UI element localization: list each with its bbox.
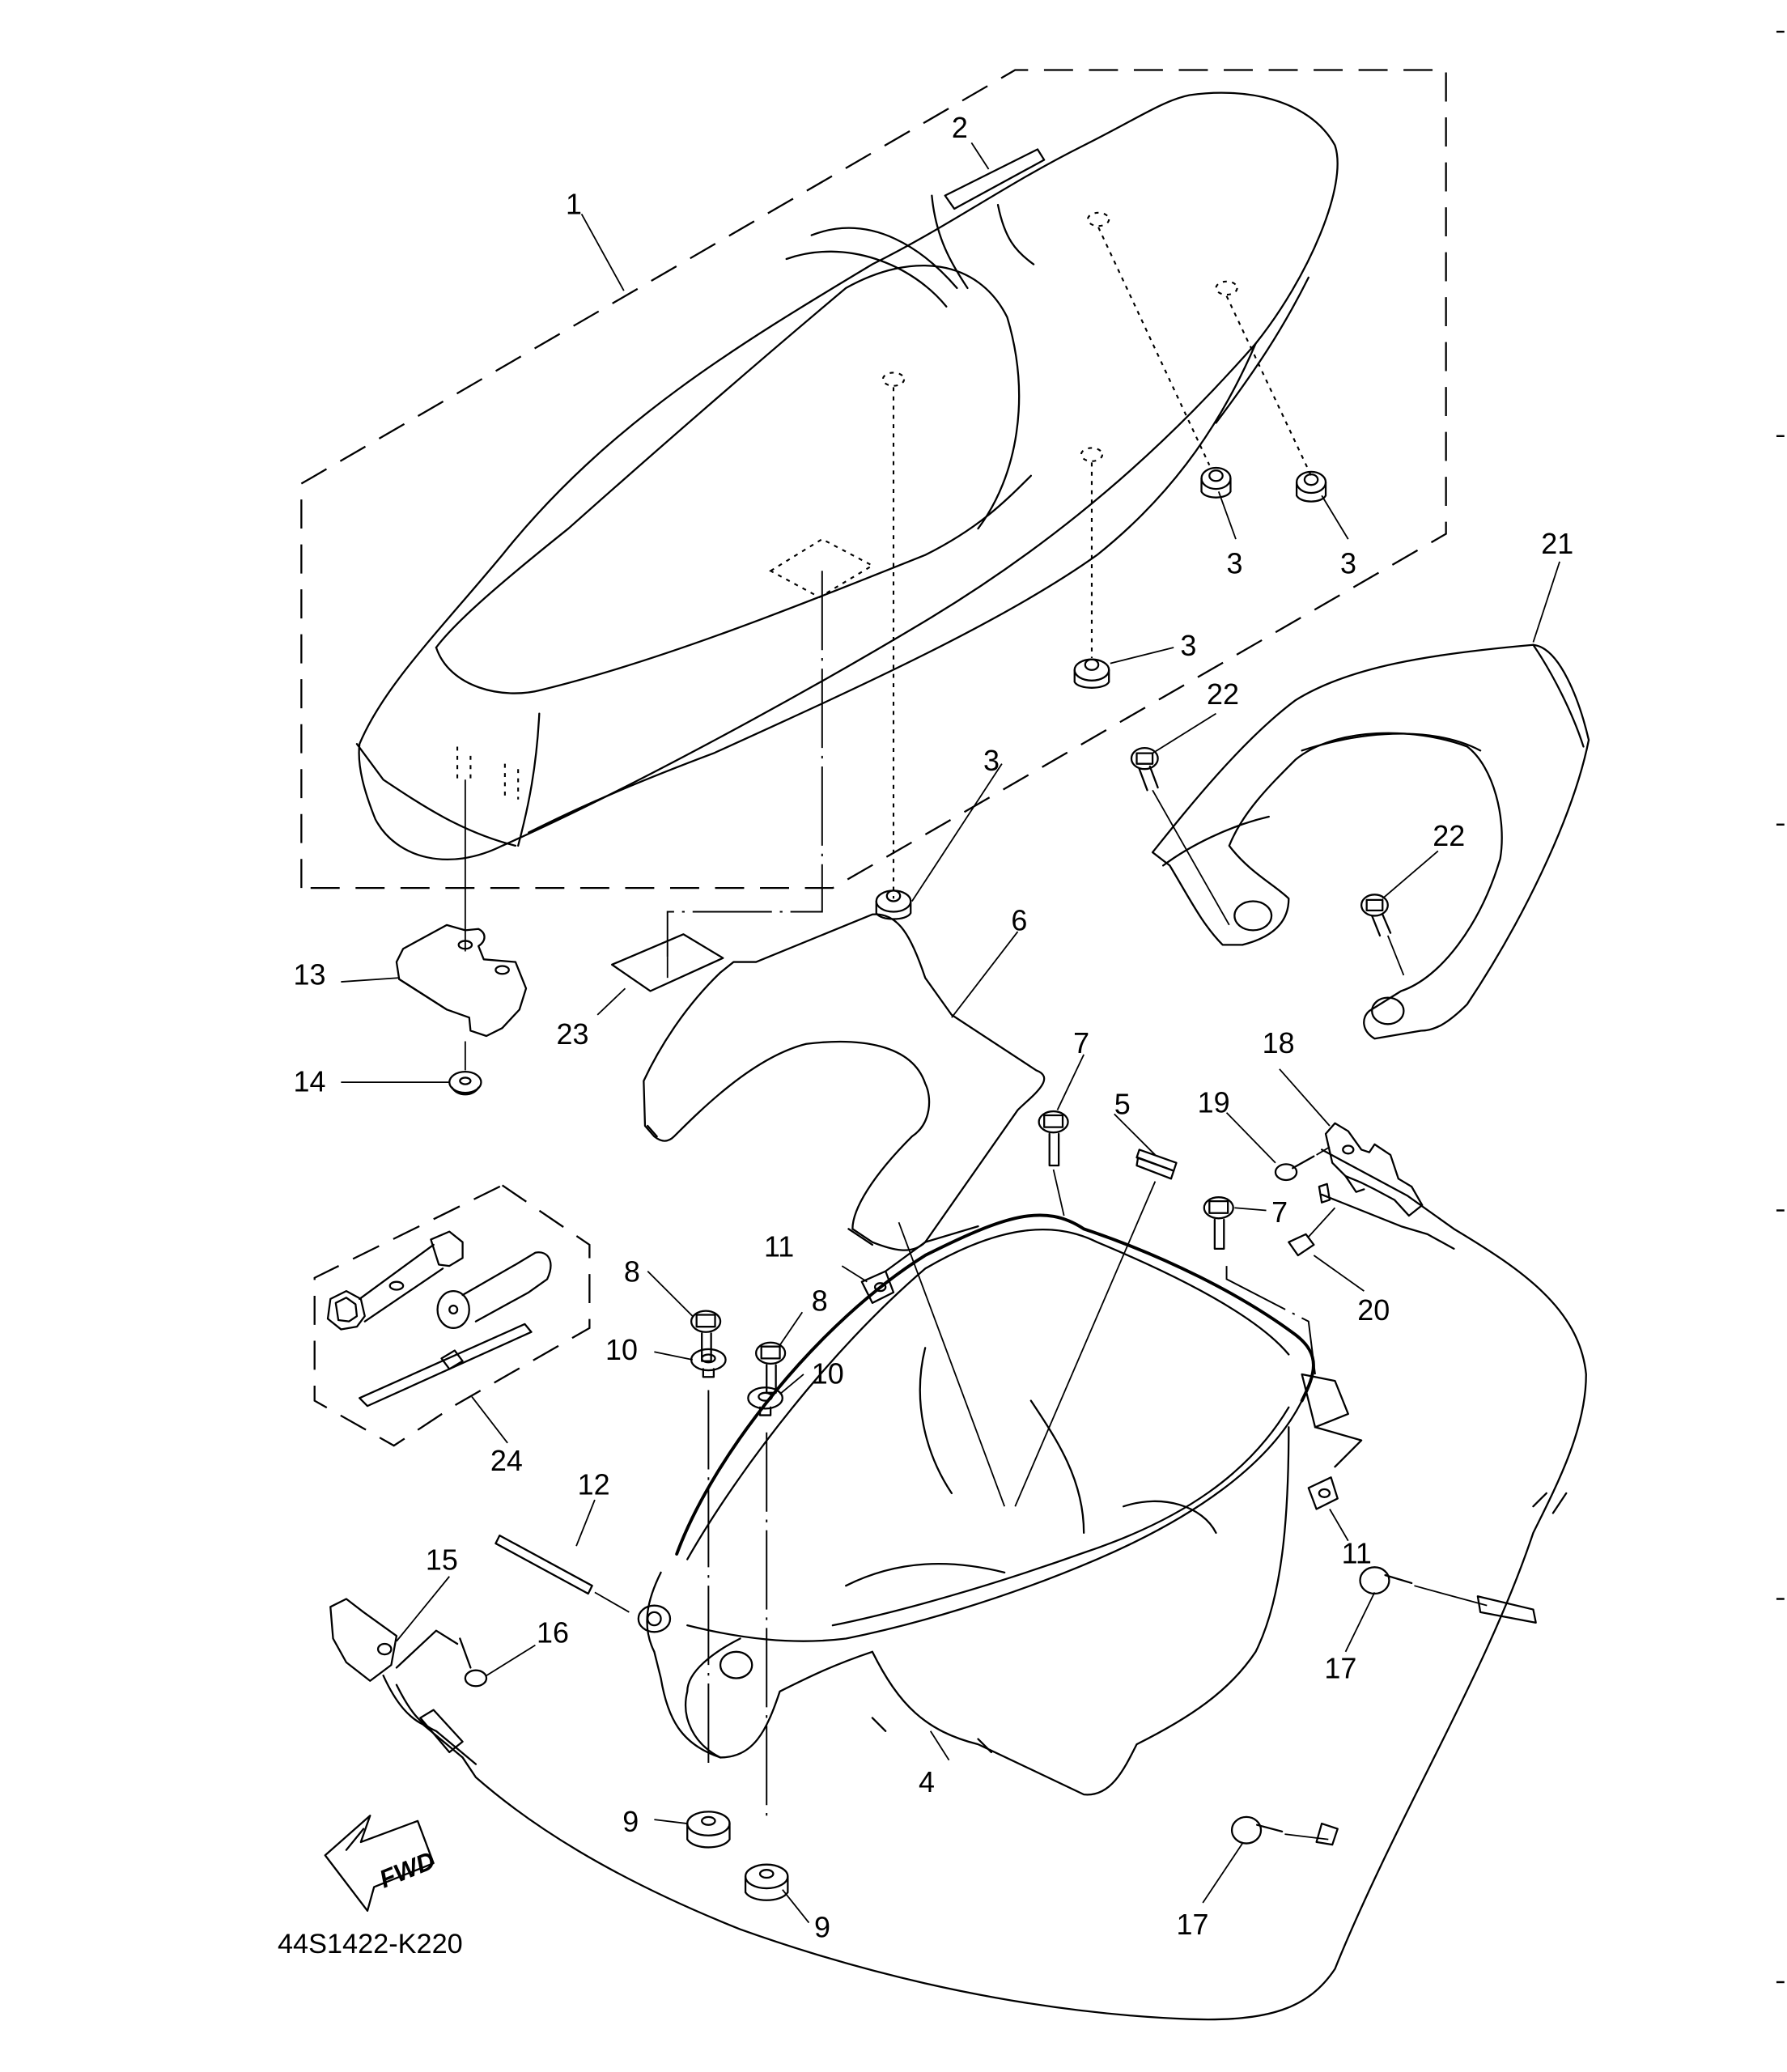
callout-6: 6 [1011,903,1027,936]
callout-14: 14 [294,1065,326,1098]
callout-24: 24 [490,1444,523,1477]
callout-9: 9 [622,1805,639,1838]
callout-leaders [341,142,1560,1924]
callout-10: 10 [812,1357,844,1390]
nut [448,1070,482,1096]
damper-3-b [1295,470,1327,503]
collar-10-a [690,1348,727,1771]
callout-20: 20 [1357,1293,1390,1327]
callout-1: 1 [566,187,582,220]
callout-13: 13 [294,957,326,991]
tool-kit-group [313,1184,591,1447]
nut-clip-11-b [1307,1426,1363,1510]
seat [355,91,1339,861]
damper-3-a [1200,466,1232,499]
hinge-bracket [395,923,528,1071]
screw-part-19 [1274,1146,1331,1182]
seat-lock [1324,1122,1424,1217]
seat-lock-cable [329,1149,1587,2021]
figure-code: 44S1422-K220 [278,1929,463,1959]
callout-15: 15 [426,1543,458,1577]
callout-23: 23 [557,1017,589,1051]
bolt-part-22 [1130,746,1405,976]
callout-5: 5 [1114,1087,1131,1120]
nut-clip-11-a [860,1225,979,1304]
grab-bar [1151,643,1590,1040]
callout-9: 9 [814,1910,830,1943]
bolt-part-8 [690,1310,787,1394]
bolt-22-a [1130,746,1230,926]
callout-11: 11 [1342,1536,1372,1569]
collar-part-10 [690,1348,783,1824]
storage-compartment [637,1213,1349,1796]
callout-17: 17 [1324,1651,1356,1684]
bolt-22-b [1360,894,1405,976]
damper-part-3 [875,466,1327,920]
callout-4: 4 [919,1765,935,1798]
bolt-17-b [1230,1815,1329,1845]
bolt-8-b [755,1341,787,1394]
shaft [495,1535,630,1613]
callout-8: 8 [624,1255,640,1289]
callout-7: 7 [1073,1026,1089,1059]
screwdriver-bit [359,1323,533,1408]
grommet [1014,1149,1178,1507]
collar-10-b [747,1386,783,1824]
damper-3-c [1073,658,1110,689]
decal [610,933,724,992]
bolt-7-a [1038,1110,1069,1216]
callout-3: 3 [1180,629,1196,662]
screw-part-16 [395,1629,488,1688]
callout-8: 8 [812,1284,828,1318]
bolt-8-a [690,1310,722,1362]
bolt-7-b [1203,1196,1316,1375]
mat-guide-line [898,1221,1006,1507]
page-edge-ticks [1776,30,1785,1984]
cable-end-part-20 [1288,1182,1455,1257]
callout-22: 22 [1207,677,1239,711]
callout-22: 22 [1433,819,1465,852]
callout-labels: 1 2 3 3 3 3 4 5 6 7 7 8 8 10 10 9 9 11 1… [294,111,1574,1944]
callout-18: 18 [1263,1026,1295,1059]
callout-3: 3 [1340,547,1356,580]
seat-damper-guide-lines [464,227,1313,957]
seat-assembly-group [300,69,1447,890]
callout-7: 7 [1271,1195,1288,1229]
bolt-part-17 [1230,1566,1488,1845]
callout-12: 12 [578,1468,610,1501]
callout-11: 11 [764,1230,794,1263]
box-wrench [326,1230,464,1331]
callout-21: 21 [1541,527,1573,560]
callout-2: 2 [952,111,968,144]
callout-3: 3 [983,744,1000,777]
mat [643,913,1046,1251]
damper-part-9 [686,1811,789,1901]
callout-16: 16 [537,1616,569,1649]
screwdriver-handle [436,1251,552,1329]
callout-3: 3 [1227,547,1243,580]
forward-direction-arrow: FWD [324,1815,439,1912]
callout-19: 19 [1198,1086,1230,1119]
nut-clip-part-11 [860,1225,1363,1510]
damper-9-b [744,1863,789,1901]
callout-10: 10 [605,1333,638,1366]
bolt-part-7 [1038,1110,1316,1375]
callout-17: 17 [1176,1908,1208,1941]
bolt-17-a [1359,1566,1488,1607]
forward-direction-label: FWD [376,1846,439,1894]
damper-9-a [686,1811,731,1849]
